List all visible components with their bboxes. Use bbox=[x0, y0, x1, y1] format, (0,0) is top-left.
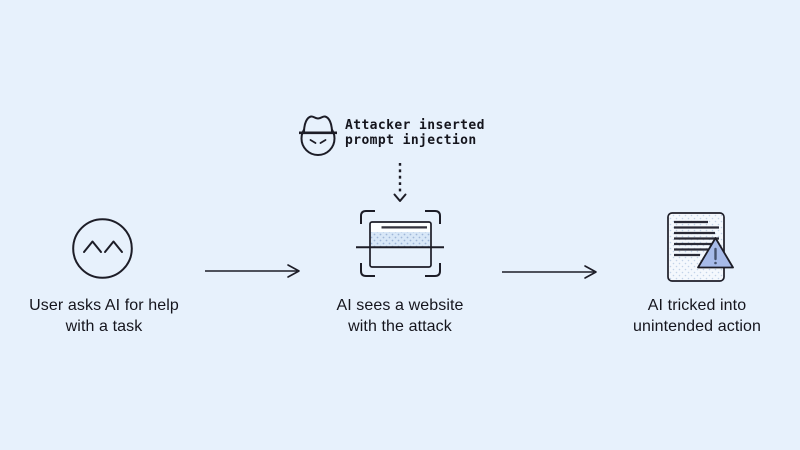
attacker-caption-line-2: prompt injection bbox=[345, 132, 477, 148]
attacker-caption-line-1: Attacker inserted bbox=[345, 118, 485, 133]
step-1-label-line-2: with a task bbox=[65, 317, 143, 335]
step-3-label-line-1: AI tricked into bbox=[647, 297, 747, 314]
injection-dotted-arrow bbox=[393, 163, 407, 202]
step-3-label: AI tricked into unintended action bbox=[597, 296, 797, 337]
step-2-label-line-2: with the attack bbox=[348, 317, 452, 335]
flow-arrow-2 bbox=[502, 265, 597, 279]
step-3-label-line-2: unintended action bbox=[632, 317, 762, 335]
step-2-label: AI sees a website with the attack bbox=[300, 296, 500, 337]
document-warning-icon bbox=[667, 212, 734, 282]
flow-arrow-1 bbox=[205, 264, 300, 278]
step-1-label-line-1: User asks AI for help bbox=[29, 297, 179, 314]
step-1-label: User asks AI for help with a task bbox=[4, 296, 204, 337]
attacker-spy-icon bbox=[299, 115, 337, 156]
attacker-caption: Attacker inserted prompt injection bbox=[345, 118, 485, 148]
step-2-label-line-1: AI sees a website bbox=[336, 297, 464, 314]
user-smiley-icon bbox=[72, 218, 133, 279]
website-scan-icon bbox=[356, 210, 444, 277]
